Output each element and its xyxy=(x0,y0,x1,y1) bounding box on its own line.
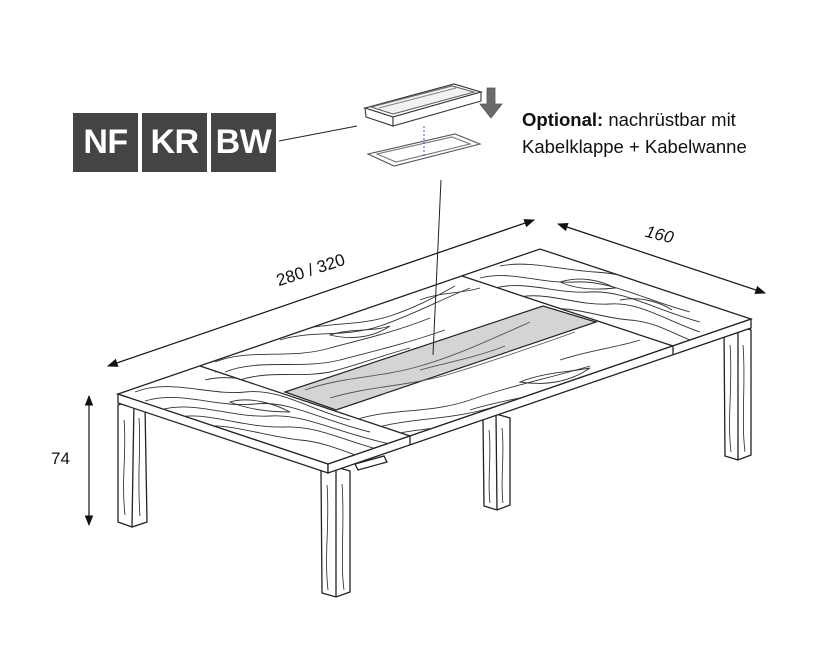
badge-nf: NF xyxy=(73,113,138,172)
table-top-edge xyxy=(117,318,752,474)
leg-front-left xyxy=(117,399,148,528)
badge-bw: BW xyxy=(211,113,276,172)
note-bold-label: Optional: xyxy=(522,109,604,130)
leg-back-right xyxy=(723,325,752,461)
note-line-1: Optional: nachrüstbar mit xyxy=(522,106,822,133)
note-line-1-text: nachrüstbar mit xyxy=(603,109,736,130)
cable-tray-detail xyxy=(363,83,483,167)
leader-lines xyxy=(278,125,442,356)
badge-kr: KR xyxy=(142,113,207,172)
leg-front-right xyxy=(320,466,351,598)
down-arrow-icon xyxy=(479,87,503,119)
table-legs xyxy=(117,325,752,598)
dimension-lines xyxy=(84,219,767,527)
depth-dimension-line xyxy=(556,222,767,295)
note-line-2: Kabelklappe + Kabelwanne xyxy=(522,136,747,157)
height-dimension-label: 74 xyxy=(51,449,70,468)
optional-note: Optional: nachrüstbar mit Kabelklappe + … xyxy=(522,106,822,160)
leg-back-middle xyxy=(482,413,511,511)
length-dimension-line xyxy=(106,219,536,367)
